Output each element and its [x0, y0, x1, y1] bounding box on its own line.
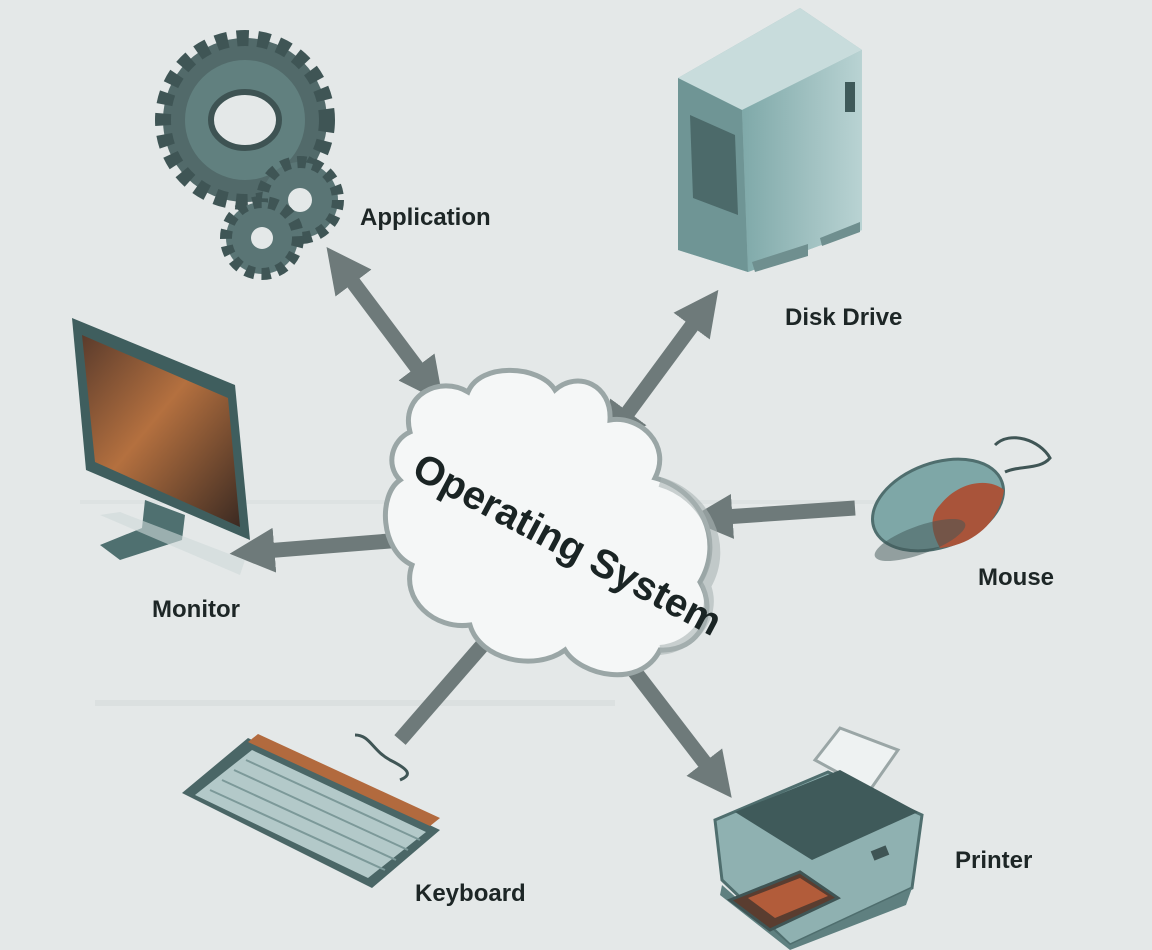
arrow-mouse-os: [687, 494, 856, 539]
arrow-os-monitor: [229, 527, 403, 573]
label-keyboard: Keyboard: [415, 880, 526, 907]
application-gears-icon: [155, 30, 344, 280]
arrow-os-application: [326, 247, 444, 403]
os-cloud: [382, 367, 721, 678]
printer-icon: [713, 726, 924, 950]
disk-drive-icon: [678, 8, 862, 272]
keyboard-icon: [182, 733, 440, 888]
label-disk-drive: Disk Drive: [785, 304, 903, 331]
label-mouse: Mouse: [978, 564, 1055, 591]
monitor-icon: [72, 318, 250, 575]
label-printer: Printer: [955, 847, 1033, 874]
mouse-icon: [871, 436, 1052, 562]
label-application: Application: [360, 204, 491, 231]
label-monitor: Monitor: [152, 596, 240, 623]
arrow-os-disk-drive: [601, 289, 719, 449]
arrow-os-printer: [626, 663, 732, 798]
